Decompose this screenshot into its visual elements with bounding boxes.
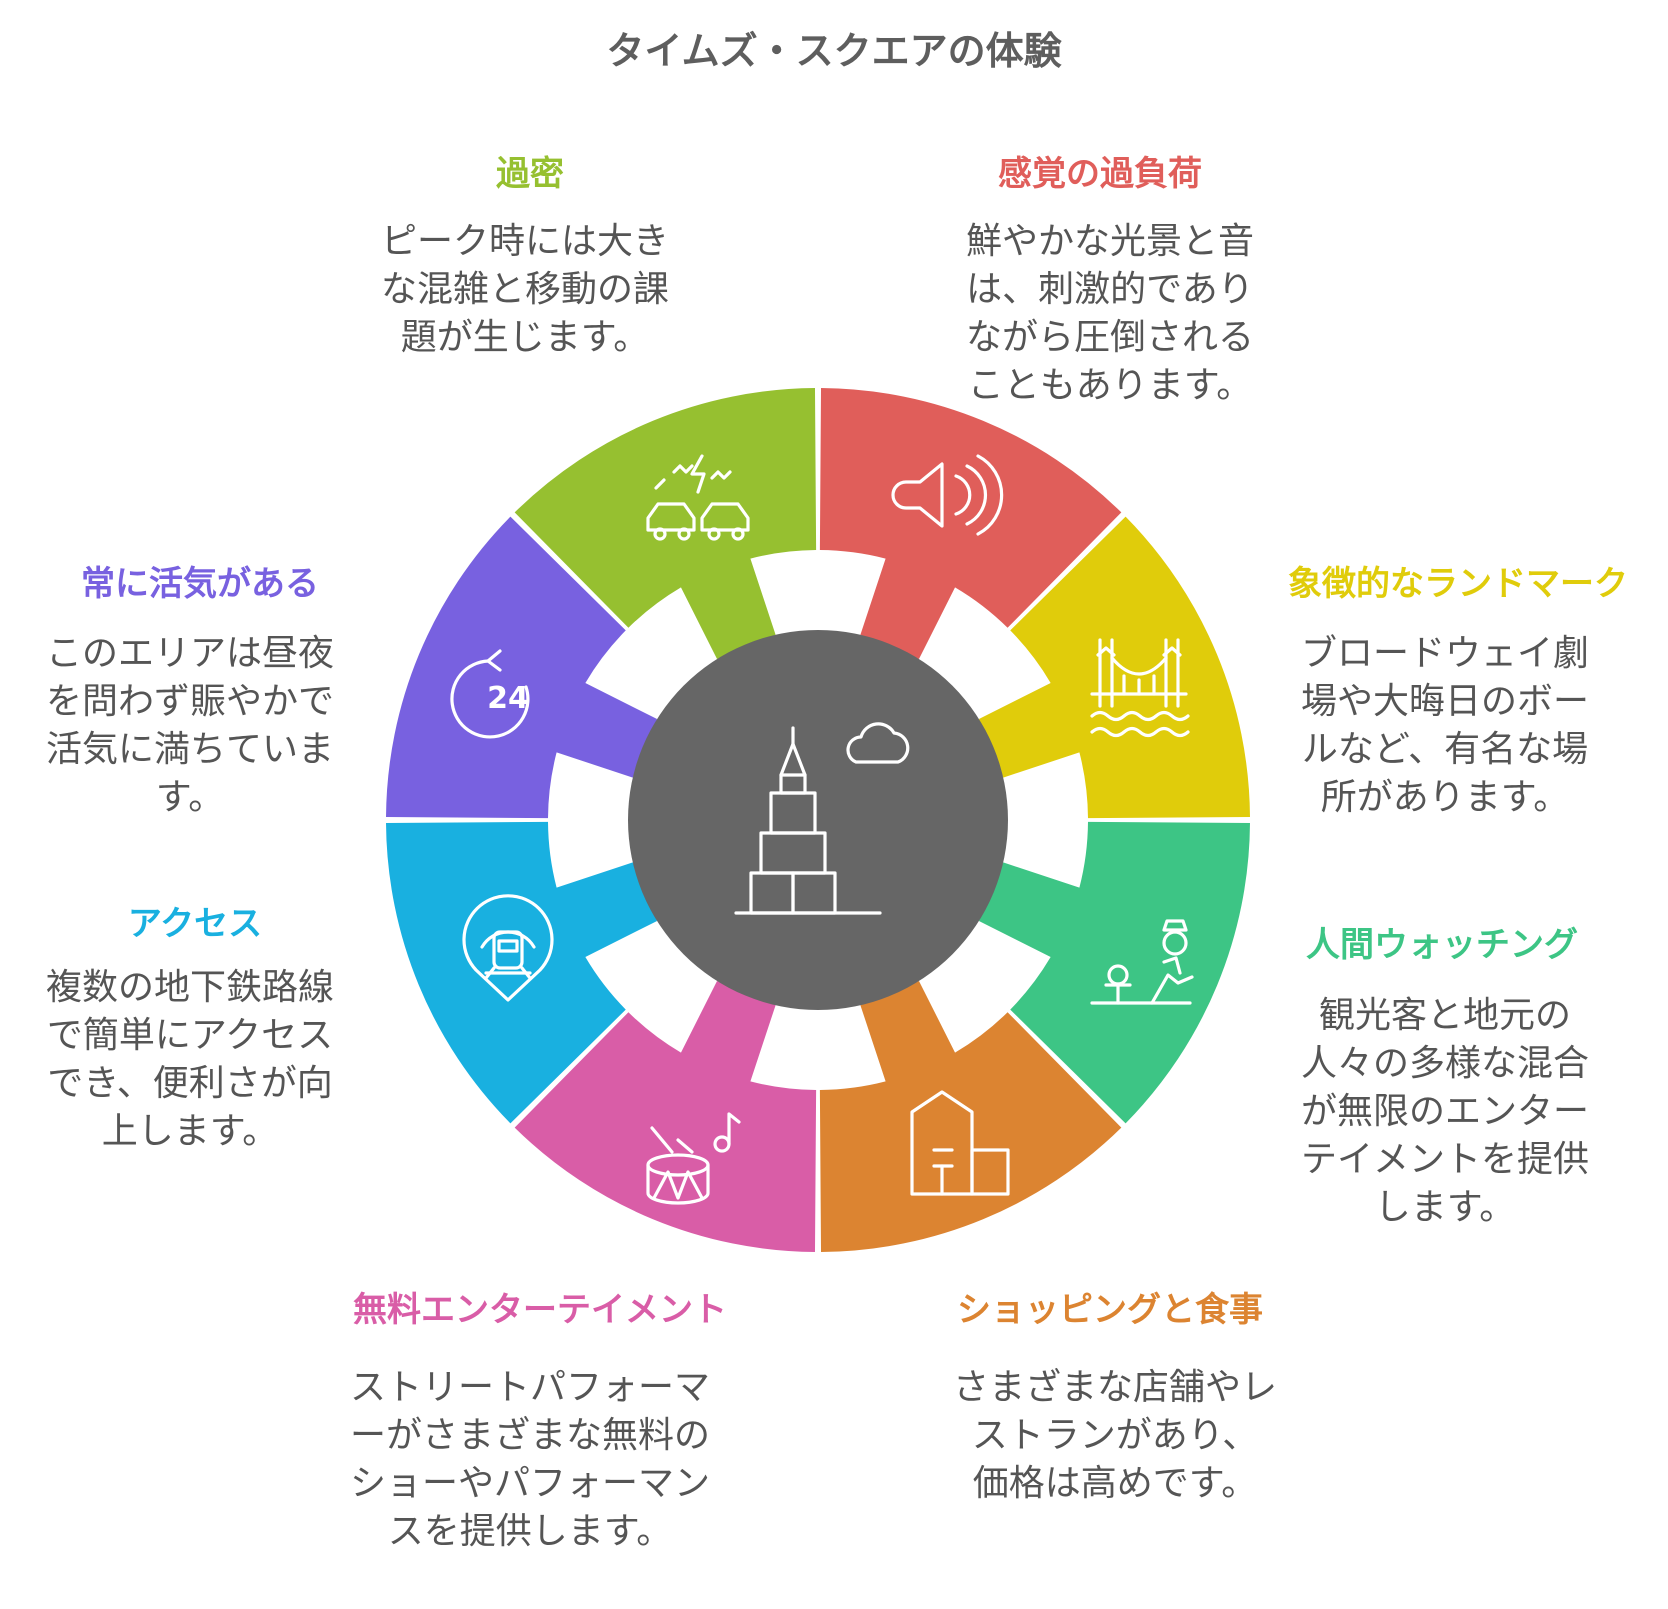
drum-music-icon [646,1112,741,1205]
desc-people-watching: 観光客と地元の人々の多様な混合が無限のエンターテイメントを提供します。 [1300,995,1589,1228]
people-watching-icon [1090,919,1194,1005]
wheel-segment-landmark [978,516,1250,819]
label-always-lively: 常に活気がある [81,564,319,604]
desc-overcrowding: ピーク時には大きな混雑と移動の課題が生じます。 [380,221,669,358]
shops-icon [910,1090,1010,1196]
subway-icon [462,894,554,1002]
desc-access: 複数の地下鉄路線で簡単にアクセスでき、便利さが向上します。 [45,967,334,1152]
desc-shopping-dining: さまざまな店舗やレストランがあり、価格は高めです。 [952,1367,1277,1504]
label-free-entertainment: 無料エンターテイメント [353,1290,727,1330]
label-shopping-dining: ショッピングと食事 [957,1290,1263,1330]
24-hour-icon [450,649,530,739]
24-hour-label-icon: 24 [487,681,529,716]
label-sensory-overload: 感覚の過負荷 [998,154,1202,194]
center-circle [628,630,1008,1010]
desc-always-lively: このエリアは昼夜を問わず賑やかで活気に満ちています。 [45,633,334,818]
traffic-jam-icon [646,454,750,541]
label-people-watching: 人間ウォッチング [1306,925,1578,965]
skyscraper-icon [734,722,910,915]
label-iconic-landmarks: 象徴的なランドマーク [1288,564,1628,604]
desc-iconic-landmarks: ブロードウェイ劇場や大晦日のボールなど、有名な場所があります。 [1300,633,1589,818]
wheel-segment-people [978,821,1250,1124]
wheel-segment-entertainment [514,980,817,1252]
bridge-icon [1090,638,1190,738]
speaker-icon [891,454,1004,536]
desc-sensory-overload: 鮮やかな光景と音は、刺激的でありながら圧倒されることもあります。 [965,221,1254,406]
label-overcrowding: 過密 [496,154,564,194]
wheel-segment-crowd [514,388,817,660]
page-title: タイムズ・スクエアの体験 [606,29,1062,73]
label-access: アクセス [127,904,263,944]
desc-free-entertainment: ストリートパフォーマーがさまざまな無料のショーやパフォーマンスを提供します。 [349,1367,710,1552]
wheel-segment-lively [386,516,658,819]
